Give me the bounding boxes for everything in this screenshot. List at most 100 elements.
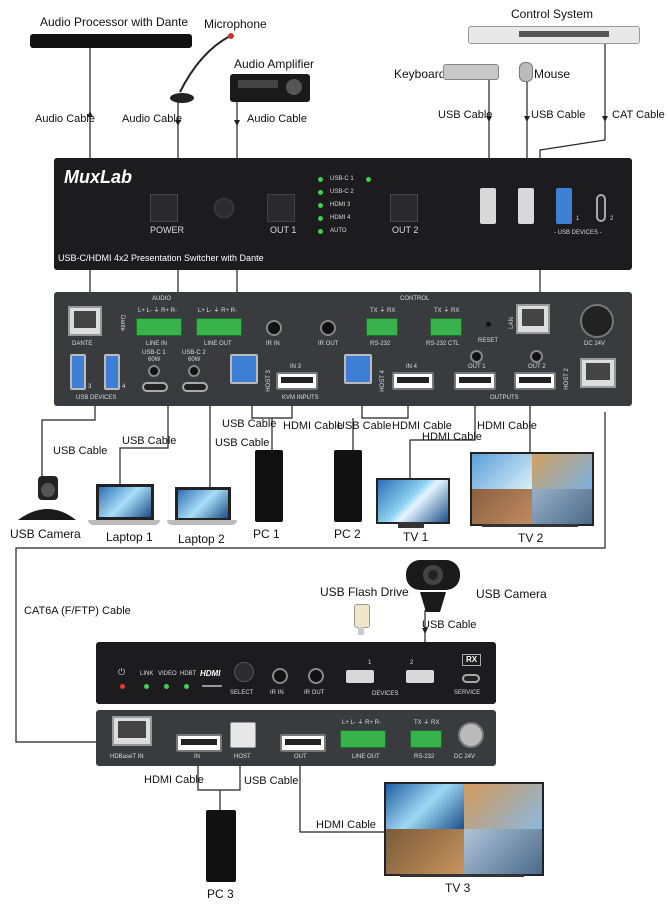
cable-label-hdmi-tv1: HDMI Cable [422, 431, 482, 443]
usb-cable-camera [41, 405, 96, 480]
hdmi-in3-port[interactable] [276, 372, 318, 390]
pc-1-label: PC 1 [253, 527, 280, 541]
dc-power-jack[interactable] [580, 304, 614, 338]
rx-hdbt-led [184, 684, 189, 689]
out2-label: OUT 2 [392, 225, 419, 235]
laptop-2-base [167, 520, 237, 525]
host3-usb-port[interactable] [230, 354, 258, 384]
rx-video-label: VIDEO [158, 671, 177, 677]
ir-sensor [214, 198, 234, 218]
usbc2-port[interactable] [182, 382, 208, 392]
hdmi-cable-tv3 [299, 752, 385, 833]
host4-usb-port[interactable] [344, 354, 372, 384]
rx-service-port[interactable] [462, 674, 480, 683]
rear-usb-device-4-port[interactable] [104, 354, 120, 390]
out2-button[interactable] [390, 194, 418, 222]
pc-3-label: PC 3 [207, 887, 234, 901]
rx-hdmi-logo: HDMI [200, 669, 221, 678]
source-usbc2-label: USB-C 2 [330, 189, 354, 195]
rx-ir-out-jack[interactable] [308, 668, 324, 684]
cable-label-audio-3: Audio Cable [247, 113, 307, 125]
cable-label-usb-laptop2: USB Cable [215, 437, 270, 449]
dante-port[interactable] [68, 306, 102, 336]
rs232-terminal[interactable] [366, 318, 398, 336]
front-mouse-usb-port[interactable] [518, 188, 534, 224]
ir-in-label: IR IN [266, 341, 280, 347]
rx-link-led [144, 684, 149, 689]
rx-usb-device-1-port[interactable] [346, 670, 374, 683]
tv-2-screen [470, 452, 594, 526]
front-usb-device-2-port[interactable] [596, 194, 606, 222]
tv-1-stand [398, 522, 424, 528]
rx-in-label: IN [194, 754, 200, 760]
mouse-device [519, 62, 533, 82]
rs232-pins: TX ⏚ RX [370, 308, 396, 314]
cable-label-usb-laptop1: USB Cable [122, 435, 177, 447]
in4-label: IN 4 [406, 364, 418, 370]
rx-power-led [120, 684, 125, 689]
line-in-pins: L+ L- ⏚ R+ R- [138, 308, 178, 314]
rx-ir-in-jack[interactable] [272, 668, 288, 684]
host2-port[interactable] [580, 358, 616, 388]
rear-usb-device-3-port[interactable] [70, 354, 86, 390]
pc-3-tower [206, 810, 236, 882]
rx-badge: RX [462, 654, 482, 666]
rx-line-out-terminal[interactable] [340, 730, 386, 748]
rx-rs232-pins: TX ⏚ RX [414, 720, 440, 726]
out1-button[interactable] [267, 194, 295, 222]
usbc2-watt: 60W [188, 357, 201, 363]
rear-out2-label: OUT 2 [528, 364, 546, 370]
power-button[interactable] [150, 194, 178, 222]
source-led-auto [318, 229, 323, 234]
hdmi-out2-port[interactable] [514, 372, 556, 390]
cable-label-hdmi-pc3: HDMI Cable [144, 774, 204, 786]
cable-label-usb-mouse: USB Cable [531, 109, 586, 121]
host2-label: HOST 2 [563, 368, 570, 390]
rx-hdbaset-in-port[interactable] [112, 716, 152, 746]
line-in-terminal[interactable] [136, 318, 182, 336]
ir-in-jack[interactable] [266, 320, 282, 336]
cable-label-hdmi-pc2: HDMI Cable [392, 420, 452, 432]
hdmi-cable-tv1 [409, 405, 476, 478]
laptop-1-label: Laptop 1 [106, 530, 153, 544]
rx-select-button[interactable] [234, 662, 254, 682]
front-keyboard-usb-port[interactable] [480, 188, 496, 224]
laptop-2-label: Laptop 2 [178, 532, 225, 546]
rx-service-label: SERVICE [454, 690, 481, 696]
front-usb-device-1-port[interactable] [556, 188, 572, 224]
rx-line-out-pins: L+ L- ⏚ R+ R- [342, 720, 382, 726]
rs232ctl-terminal[interactable] [430, 318, 462, 336]
source-led-usbc1-right [366, 177, 371, 182]
rx-hdmi-out-port[interactable] [280, 734, 326, 752]
rx-port-2-label: 2 [410, 660, 414, 666]
out1-label: OUT 1 [270, 225, 297, 235]
rx-dc-jack[interactable] [458, 722, 484, 748]
rx-usb-device-2-port[interactable] [406, 670, 434, 683]
source-led-usbc2 [318, 190, 323, 195]
laptop-2-screen [175, 487, 231, 521]
ir-out-jack[interactable] [320, 320, 336, 336]
rx-dc-label: DC 24V [454, 754, 476, 760]
rx-port-1-label: 1 [368, 660, 372, 666]
cable-label-usb-pc1: USB Cable [222, 418, 277, 430]
rear-audio-label: AUDIO [152, 296, 172, 302]
cable-label-usb-camera2: USB Cable [422, 619, 477, 631]
usbc2-led [188, 365, 200, 377]
hdmi-in4-port[interactable] [392, 372, 434, 390]
usbc1-port[interactable] [142, 382, 168, 392]
lan-port[interactable] [516, 304, 550, 334]
rx-host-usb-port[interactable] [230, 722, 256, 748]
tv-1-label: TV 1 [403, 530, 429, 544]
rx-rs232-terminal[interactable] [410, 730, 442, 748]
reset-label: RESET [478, 338, 499, 344]
source-led-hdmi3 [318, 203, 323, 208]
line-out-terminal[interactable] [196, 318, 242, 336]
rx-hdmi-indicator [202, 685, 222, 687]
microphone-label: Microphone [204, 17, 267, 31]
hdmi-out1-port[interactable] [454, 372, 496, 390]
reset-button[interactable] [486, 322, 491, 327]
front-usb-devices-label: - USB DEVICES - [554, 230, 602, 236]
pc-2-label: PC 2 [334, 527, 361, 541]
front-port-2-label: 2 [610, 216, 614, 222]
rx-hdmi-in-port[interactable] [176, 734, 222, 752]
